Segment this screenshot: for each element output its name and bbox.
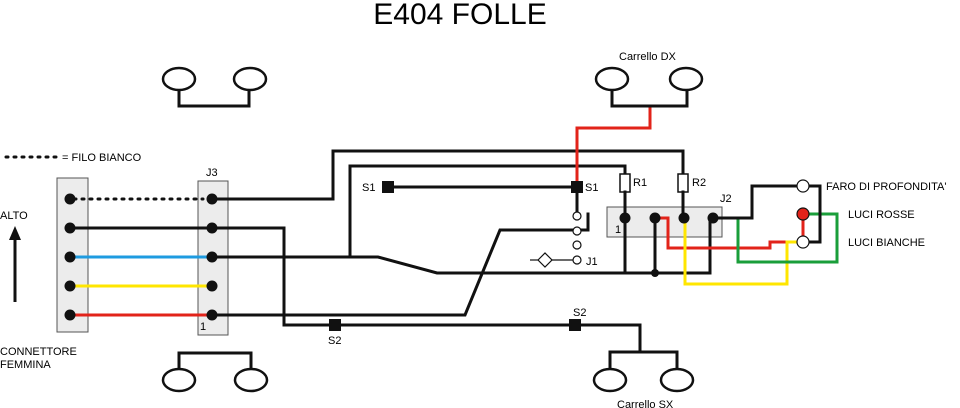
j1-contact (572, 240, 582, 250)
diode-icon (537, 252, 553, 268)
j2-pin (619, 212, 631, 224)
j1-switch (530, 211, 582, 268)
s2-left-label: S2 (328, 335, 341, 347)
carrello-sx-bracket (608, 350, 679, 380)
diagram-title: E404 FOLLE (373, 0, 546, 31)
wire-blue-j2 (348, 216, 712, 275)
j1-contact (572, 211, 582, 221)
bottom-left-bogie-bracket (177, 351, 253, 379)
yellow-wire-luci-bianche (683, 216, 805, 286)
top-left-wheel-1 (161, 66, 197, 92)
junction-dot (651, 269, 659, 277)
luci-rosse-lamp (796, 207, 810, 221)
luci-bianche-label: LUCI BIANCHE (848, 237, 925, 249)
faro-label: FARO DI PROFONDITA' (826, 181, 946, 193)
s1-right-square (571, 181, 583, 193)
j2-pin (649, 212, 661, 224)
resistor-r2 (677, 173, 689, 193)
carrello-dx-wheel-2 (668, 66, 704, 92)
carrello-dx-bracket (610, 82, 689, 108)
j1-contact (572, 226, 582, 236)
top-left-bogie-bracket (177, 81, 251, 108)
carrello-dx-label: Carrello DX (619, 51, 677, 63)
top-left-wheel-2 (232, 66, 268, 92)
j3-pin (206, 222, 218, 234)
j2-pin1-label: 1 (615, 224, 621, 236)
conn-pin (64, 280, 76, 292)
connector-label-2: FEMMINA (0, 359, 51, 371)
resistor-r1 (619, 173, 631, 193)
j3-pin (206, 280, 218, 292)
alto-label: ALTO (0, 210, 28, 222)
female-connector-pins (64, 193, 76, 321)
luci-bianche-lamp (796, 235, 810, 249)
s1-right-label: S1 (585, 182, 598, 194)
luci-rosse-label: LUCI ROSSE (848, 209, 915, 221)
j2-pin (678, 212, 690, 224)
bottom-left-wheel-1 (161, 367, 197, 393)
black-wire-faro (712, 184, 805, 220)
j2-pins (619, 212, 719, 224)
j3-pin (206, 193, 218, 205)
s2-right-label: S2 (573, 307, 586, 319)
j3-label: J3 (206, 167, 218, 179)
wire-j3-5-j1 (210, 212, 590, 317)
j2-label: J2 (720, 193, 732, 205)
black-wire-lamp-return (801, 184, 822, 244)
wire-j3-1-r2 (210, 149, 685, 201)
carrello-sx-wheel-2 (659, 367, 695, 393)
s1-left-label: S1 (362, 182, 375, 194)
j3-pin (206, 251, 218, 263)
s2-right-square (569, 319, 581, 331)
white-wire-legend: = FILO BIANCO (62, 152, 142, 164)
connector-label-1: CONNETTORE (0, 346, 77, 358)
j3-pins (206, 193, 218, 321)
carrello-sx-label: Carrello SX (617, 399, 674, 408)
s1-left-square (382, 181, 394, 193)
r2-label: R2 (692, 177, 706, 189)
bottom-left-wheel-2 (233, 367, 269, 393)
conn-pin (64, 193, 76, 205)
j2-pin (707, 212, 719, 224)
red-wire-carrello-dx (575, 104, 652, 189)
conn-pin (64, 222, 76, 234)
j1-label: J1 (586, 256, 598, 268)
j3-pin (206, 309, 218, 321)
wire-j3-2-s2 (210, 226, 642, 354)
j3-pin1-label: 1 (200, 321, 206, 333)
r1-label: R1 (633, 177, 647, 189)
carrello-sx-wheel-1 (592, 367, 628, 393)
carrello-dx-wheel-1 (594, 66, 630, 92)
s2-left-square (329, 319, 341, 331)
conn-pin (64, 309, 76, 321)
faro-lamp (796, 179, 810, 193)
j1-contact (572, 255, 582, 265)
wire-j3-3-r1 (210, 164, 627, 259)
up-arrow-icon (9, 226, 21, 240)
conn-pin (64, 251, 76, 263)
